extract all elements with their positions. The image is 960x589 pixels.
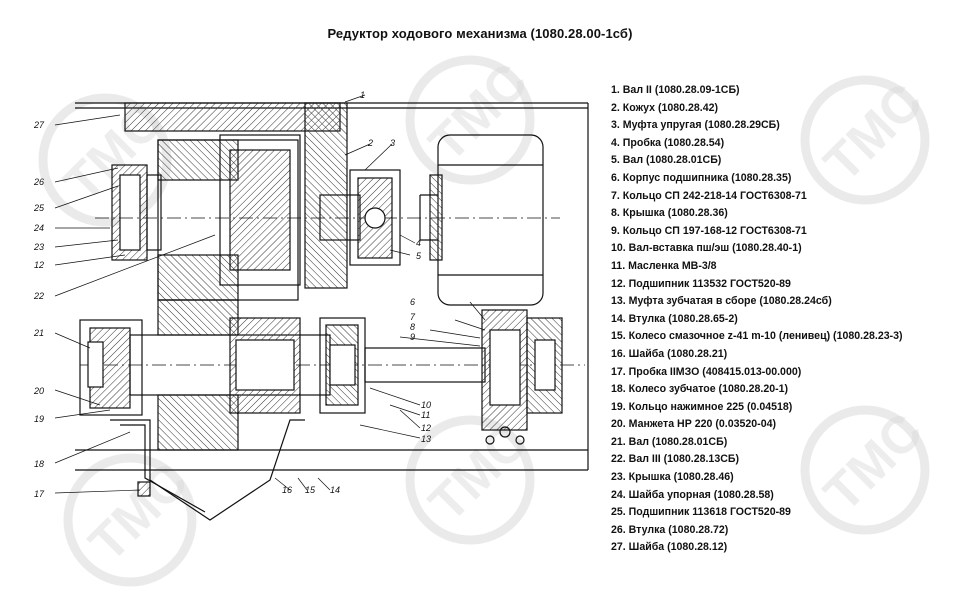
callout-22: 22 bbox=[33, 291, 44, 301]
legend-item: 13. Муфта зубчатая в сборе (1080.28.24сб… bbox=[611, 295, 832, 308]
legend-item: 19. Кольцо нажимное 225 (0.04518) bbox=[611, 400, 793, 413]
page-title: Редуктор ходового механизма (1080.28.00-… bbox=[327, 26, 633, 41]
legend-item: 12. Подшипник 113532 ГОСТ520-89 bbox=[611, 277, 791, 290]
legend-item: 10. Вал-вставка пш/эш (1080.28.40-1) bbox=[611, 242, 802, 255]
callout-16: 16 bbox=[282, 485, 292, 495]
callout-9: 9 bbox=[410, 332, 415, 342]
watermark-logos: TMC TMC TMC TMC TMC TMC bbox=[38, 52, 934, 587]
legend-item: 27. Шайба (1080.28.12) bbox=[611, 541, 728, 554]
callout-12-left: 12 bbox=[34, 260, 44, 270]
callout-8: 8 bbox=[410, 322, 415, 332]
callout-4: 4 bbox=[416, 238, 421, 248]
legend-item: 6. Корпус подшипника (1080.28.35) bbox=[611, 171, 792, 184]
legend-item: 1. Вал II (1080.28.09-1СБ) bbox=[611, 84, 740, 96]
callout-18: 18 bbox=[34, 459, 44, 469]
legend-item: 7. Кольцо СП 242-218-14 ГОСТ6308-71 bbox=[611, 189, 807, 202]
callout-15: 15 bbox=[305, 485, 316, 495]
callout-1: 1 bbox=[360, 90, 365, 100]
callout-10: 10 bbox=[421, 400, 431, 410]
legend-item: 24. Шайба упорная (1080.28.58) bbox=[611, 488, 774, 501]
legend-item: 5. Вал (1080.28.01СБ) bbox=[611, 154, 722, 167]
legend-item: 18. Колесо зубчатое (1080.28.20-1) bbox=[611, 383, 789, 396]
legend-item: 11. Масленка МВ-3/8 bbox=[611, 259, 717, 272]
legend-item: 2. Кожух (1080.28.42) bbox=[611, 101, 719, 114]
callout-25: 25 bbox=[33, 203, 45, 213]
callout-21: 21 bbox=[33, 328, 44, 338]
legend-item: 25. Подшипник 113618 ГОСТ520-89 bbox=[611, 506, 791, 519]
callout-13: 13 bbox=[421, 434, 431, 444]
legend-item: 26. Втулка (1080.28.72) bbox=[611, 523, 729, 536]
callout-20: 20 bbox=[33, 386, 44, 396]
callout-7: 7 bbox=[410, 312, 416, 322]
callout-23: 23 bbox=[33, 242, 44, 252]
callout-17: 17 bbox=[34, 489, 45, 499]
callout-11: 11 bbox=[421, 410, 430, 420]
legend-item: 23. Крышка (1080.28.46) bbox=[611, 471, 734, 484]
legend-item: 22. Вал III (1080.28.13СБ) bbox=[611, 453, 739, 466]
callout-2: 2 bbox=[367, 138, 373, 148]
callout-5: 5 bbox=[416, 251, 422, 261]
legend-item: 20. Манжета НР 220 (0.03520-04) bbox=[611, 418, 776, 431]
legend-item: 16. Шайба (1080.28.21) bbox=[611, 347, 728, 360]
callout-14: 14 bbox=[330, 485, 340, 495]
legend-item: 8. Крышка (1080.28.36) bbox=[611, 207, 728, 220]
callout-24: 24 bbox=[33, 223, 44, 233]
legend-item: 15. Колесо смазочное z-41 m-10 (ленивец)… bbox=[611, 330, 903, 343]
callout-27: 27 bbox=[33, 120, 45, 130]
legend-item: 17. Пробка IIМЗО (408415.013-00.000) bbox=[611, 365, 802, 378]
callout-26: 26 bbox=[33, 177, 44, 187]
callout-3: 3 bbox=[390, 138, 395, 148]
callout-12-right: 12 bbox=[421, 423, 431, 433]
legend-item: 3. Муфта упругая (1080.28.29СБ) bbox=[611, 119, 780, 132]
legend-item: 14. Втулка (1080.28.65-2) bbox=[611, 312, 738, 325]
legend-item: 9. Кольцо СП 197-168-12 ГОСТ6308-71 bbox=[611, 224, 807, 237]
drawing-lines bbox=[54, 94, 589, 521]
callout-6: 6 bbox=[410, 297, 415, 307]
callout-numbers: 1 2 3 4 5 6 7 8 9 10 11 12 13 14 15 16 1… bbox=[33, 90, 431, 499]
parts-legend: 1. Вал II (1080.28.09-1СБ) 2. Кожух (108… bbox=[611, 82, 903, 557]
legend-item: 21. Вал (1080.28.01СБ) bbox=[611, 435, 728, 448]
callout-19: 19 bbox=[34, 414, 44, 424]
legend-item: 4. Пробка (1080.28.54) bbox=[611, 136, 725, 149]
